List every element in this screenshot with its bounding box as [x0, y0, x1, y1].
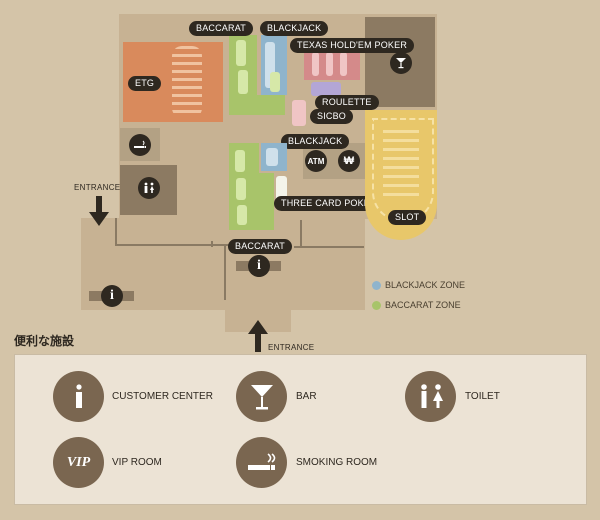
blackjack-label-mid: BLACKJACK — [281, 134, 350, 149]
info-glyph: i — [257, 258, 261, 273]
entrance-left-arrow-icon — [89, 196, 109, 226]
info-glyph: i — [110, 288, 114, 303]
baccarat-table — [270, 72, 280, 92]
wall — [300, 220, 302, 248]
baccarat-zone-mid-2 — [259, 173, 274, 230]
slot-machines-inner — [383, 130, 419, 200]
baccarat-zone-swatch — [372, 301, 381, 310]
toilet-label: TOILET — [465, 391, 500, 402]
wall — [115, 218, 117, 246]
vip-room-label: VIP ROOM — [112, 457, 162, 468]
facilities-panel: CUSTOMER CENTER BAR TOILET VIP VIP ROOM … — [14, 354, 587, 505]
cocktail-icon — [236, 371, 287, 422]
baccarat-table — [236, 178, 246, 200]
etg-label: ETG — [128, 76, 162, 91]
wall — [294, 246, 364, 248]
atm-icon: ATM — [305, 150, 327, 172]
sicbo-label: SICBO — [310, 109, 354, 124]
baccarat-table — [237, 205, 247, 225]
bar-icon — [390, 52, 412, 74]
blackjack-zone-legend: BLACKJACK ZONE — [385, 280, 466, 290]
toilet-icon — [405, 371, 456, 422]
entrance-bottom-label: ENTRANCE — [268, 343, 315, 352]
info-icon: i — [101, 285, 123, 307]
entrance-left-label: ENTRANCE — [74, 183, 121, 192]
baccarat-table — [238, 70, 248, 94]
three-card-poker-table — [276, 176, 287, 202]
vip-icon: VIP — [53, 437, 104, 488]
roulette-label: ROULETTE — [315, 95, 379, 110]
poker-table — [340, 52, 347, 76]
customer-center-label: CUSTOMER CENTER — [112, 391, 213, 402]
vip-glyph: VIP — [66, 454, 91, 470]
toilet-icon — [138, 177, 160, 199]
info-icon — [53, 371, 104, 422]
atm-text: ATM — [307, 156, 325, 166]
smoking-icon — [236, 437, 287, 488]
wall — [211, 241, 213, 247]
blackjack-zone-swatch — [372, 281, 381, 290]
blackjack-table — [266, 148, 278, 166]
sicbo-area — [292, 100, 306, 126]
wall — [115, 244, 235, 246]
texas-holdem-label: TEXAS HOLD'EM POKER — [290, 38, 415, 53]
facilities-title: 便利な施設 — [14, 334, 75, 348]
roulette-area — [311, 82, 341, 96]
currency-exchange-icon: ₩ — [338, 150, 360, 172]
smoking-room-label: SMOKING ROOM — [296, 457, 378, 468]
baccarat-table — [235, 150, 245, 172]
poker-table — [326, 52, 333, 76]
won-text: ₩ — [343, 155, 355, 167]
entrance-bottom-arrow-icon — [248, 320, 268, 352]
baccarat-label: BACCARAT — [189, 21, 253, 36]
three-card-poker-label: THREE CARD POKER — [274, 196, 384, 211]
baccarat-table — [236, 40, 246, 66]
baccarat-zone-top-bottom — [229, 95, 285, 115]
info-icon: i — [248, 255, 270, 277]
bar-label: BAR — [296, 391, 317, 402]
blackjack-table — [265, 42, 275, 88]
poker-table — [312, 52, 319, 76]
smoking-icon — [129, 134, 151, 156]
baccarat-label-bottom: BACCARAT — [228, 239, 292, 254]
wall — [224, 246, 226, 300]
blackjack-label: BLACKJACK — [260, 21, 329, 36]
slot-label: SLOT — [388, 210, 427, 225]
baccarat-zone-legend: BACCARAT ZONE — [385, 300, 461, 310]
etg-seats — [172, 46, 202, 118]
